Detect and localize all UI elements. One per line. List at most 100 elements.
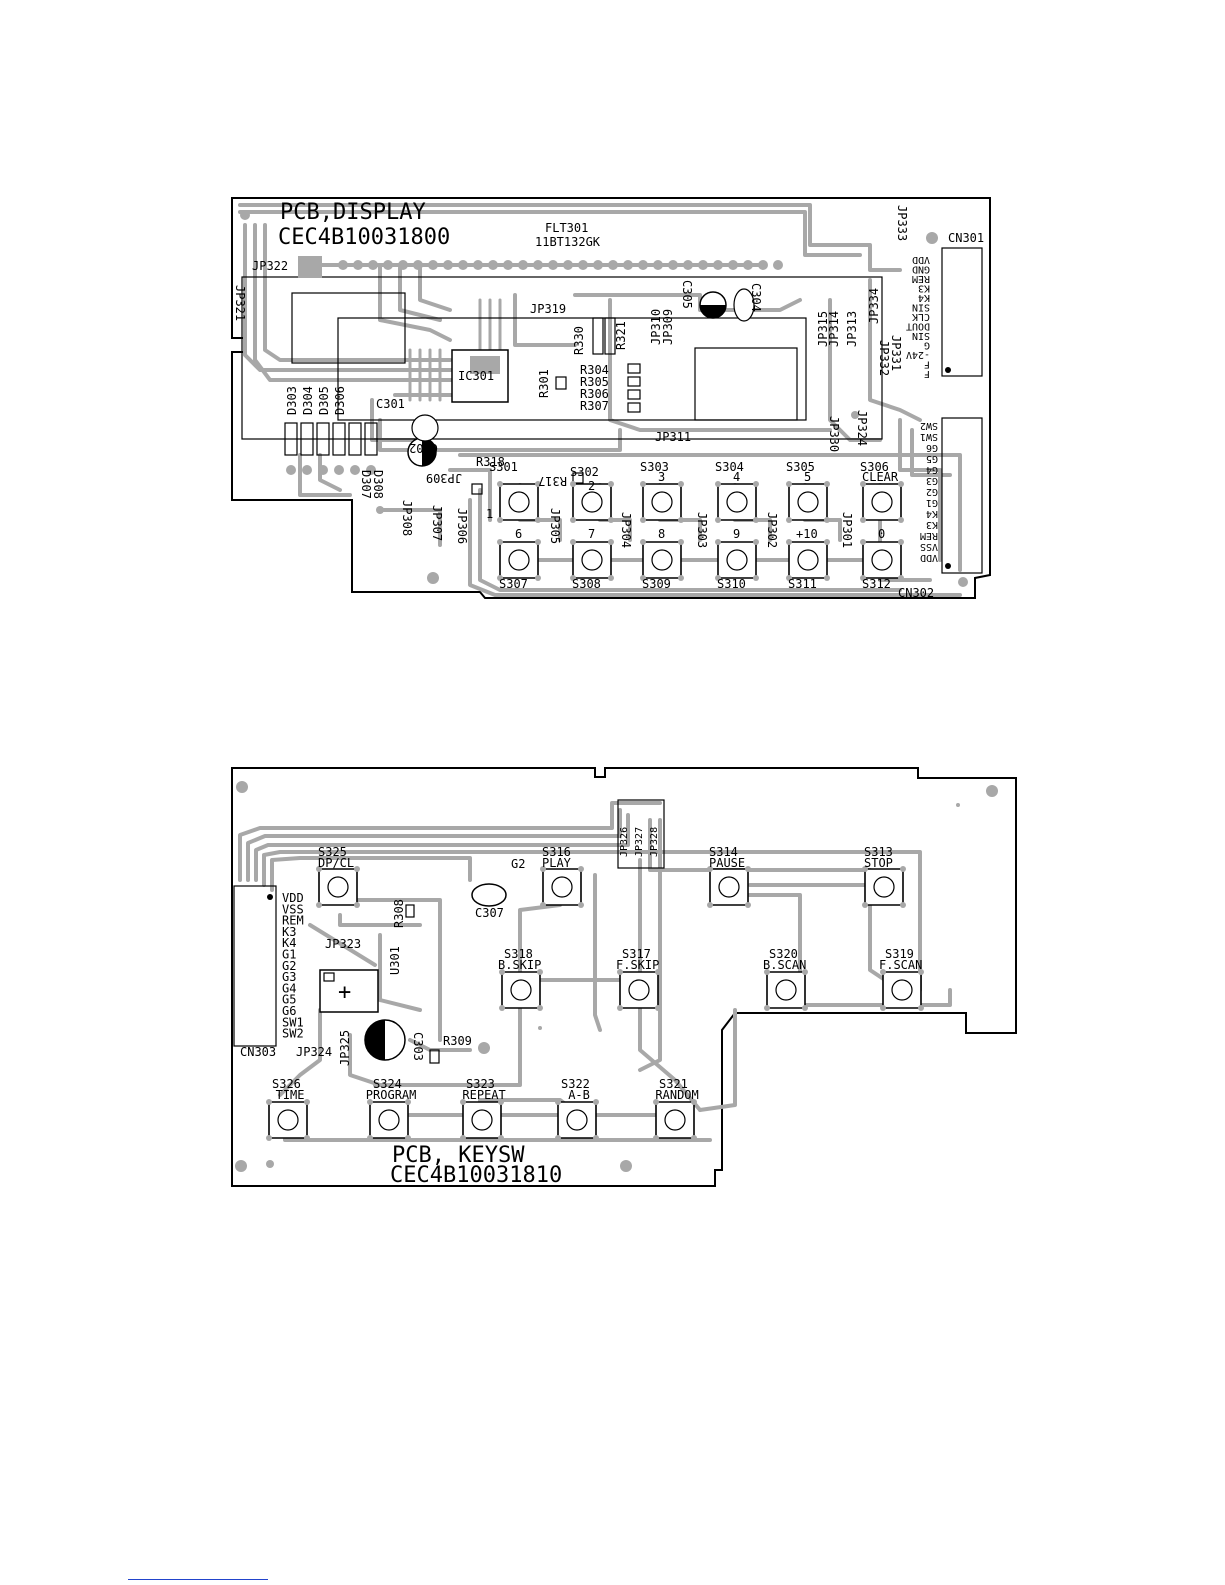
- key-ref-label: S307: [499, 577, 528, 591]
- key-actuator[interactable]: [726, 491, 748, 513]
- key-actuator[interactable]: [651, 549, 673, 571]
- key-ref-label: S318: [504, 947, 533, 961]
- jp307-label: JP307: [430, 505, 444, 541]
- via: [376, 506, 384, 514]
- key-actuator[interactable]: [378, 1109, 400, 1131]
- keysw-traces: [238, 801, 952, 1142]
- key-actuator[interactable]: [871, 549, 893, 571]
- cn303-pin: G6: [282, 1004, 296, 1018]
- cn303-pin: G1: [282, 948, 296, 962]
- key-actuator[interactable]: [581, 491, 603, 513]
- key-caption: 8: [658, 527, 665, 541]
- cn301-pin: -24V: [906, 349, 930, 360]
- key-actuator[interactable]: [566, 1109, 588, 1131]
- key-actuator[interactable]: [891, 979, 913, 1001]
- key-caption: REPEAT: [462, 1088, 505, 1102]
- c302-label: C302: [409, 441, 438, 455]
- jp326-label: JP326: [619, 827, 630, 857]
- key-actuator[interactable]: [551, 876, 573, 898]
- key-ref-label: S313: [864, 845, 893, 859]
- key-s308[interactable]: S308 7: [570, 527, 614, 591]
- key-actuator[interactable]: [664, 1109, 686, 1131]
- cn303-pin: G5: [282, 993, 296, 1007]
- key-ref-label: S306: [860, 460, 889, 474]
- cn301-pin: CLK: [912, 311, 930, 322]
- c305-label: C305: [680, 280, 694, 309]
- jp303-label: JP303: [695, 512, 709, 548]
- key-actuator[interactable]: [726, 549, 748, 571]
- r318-label: R318: [476, 455, 505, 469]
- key-caption: 6: [515, 527, 522, 541]
- key-ref-label: S309: [642, 577, 671, 591]
- key-s307[interactable]: S307 6: [497, 527, 541, 591]
- key-actuator[interactable]: [718, 876, 740, 898]
- key-ref-label: S320: [769, 947, 798, 961]
- key-actuator[interactable]: [508, 549, 530, 571]
- key-ref-label: S316: [542, 845, 571, 859]
- key-caption: RANDOM: [655, 1088, 698, 1102]
- jp313-label: JP313: [845, 311, 859, 347]
- key-ref-label: S322: [561, 1077, 590, 1091]
- key-caption: 3: [658, 470, 665, 484]
- key-s309[interactable]: S309 8: [640, 527, 684, 591]
- key-actuator[interactable]: [581, 549, 603, 571]
- display-traces: [238, 203, 962, 597]
- key-caption: 7: [588, 527, 595, 541]
- key-caption: +10: [796, 527, 818, 541]
- key-ref-label: S308: [572, 577, 601, 591]
- key-actuator[interactable]: [510, 979, 532, 1001]
- key-actuator[interactable]: [797, 491, 819, 513]
- key-s311[interactable]: S311+10: [786, 527, 830, 591]
- key-actuator[interactable]: [277, 1109, 299, 1131]
- c307: [471, 883, 507, 907]
- key-actuator[interactable]: [871, 491, 893, 513]
- key-actuator[interactable]: [327, 876, 349, 898]
- jp319-label: JP319: [530, 302, 566, 316]
- c303-label: C303: [411, 1032, 425, 1061]
- key-ref-label: S314: [709, 845, 738, 859]
- cn302-pin: G6: [926, 442, 938, 453]
- cn303-pin: SW1: [282, 1015, 304, 1029]
- c304: [733, 288, 755, 322]
- cn303-pin: VDD: [282, 891, 304, 905]
- r330-label: R330: [572, 326, 586, 355]
- key-actuator[interactable]: [471, 1109, 493, 1131]
- mount-hole: [926, 232, 938, 244]
- flt301-outline: [241, 276, 883, 440]
- key-actuator[interactable]: [651, 491, 673, 513]
- jp305-label: JP305: [548, 508, 562, 544]
- key-actuator[interactable]: [628, 979, 650, 1001]
- key-ref-label: S310: [717, 577, 746, 591]
- key-actuator[interactable]: [775, 979, 797, 1001]
- jp327-label: JP327: [634, 827, 645, 857]
- cn301-pin: SIN: [912, 302, 930, 313]
- key-actuator[interactable]: [797, 549, 819, 571]
- cn302-pin: SW1: [920, 431, 938, 442]
- key-actuator[interactable]: [873, 876, 895, 898]
- key-actuator[interactable]: [508, 491, 530, 513]
- ic301-pad: [470, 356, 500, 374]
